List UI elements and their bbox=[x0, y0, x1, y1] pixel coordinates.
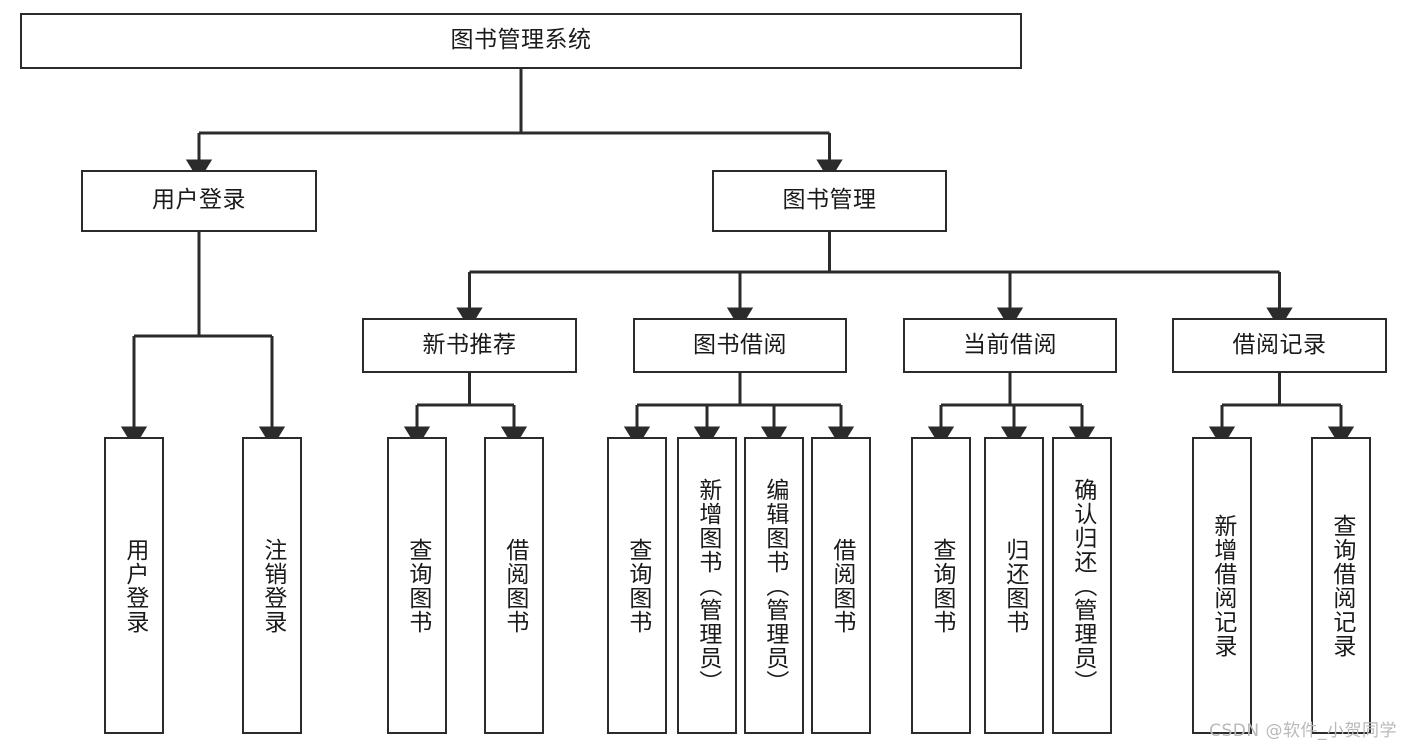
node-leaf-logout-login[interactable]: 注销登录 bbox=[242, 437, 302, 734]
node-leaf-return-book[interactable]: 归还图书 bbox=[984, 437, 1044, 734]
node-leaf-query-book-2[interactable]: 查询图书 bbox=[607, 437, 667, 734]
node-label: 新书推荐 bbox=[422, 331, 517, 358]
node-leaf-query-borrow-record[interactable]: 查询借阅记录 bbox=[1311, 437, 1371, 734]
node-system-title[interactable]: 图书管理系统 bbox=[20, 13, 1022, 69]
node-label: 图书管理系统 bbox=[450, 27, 592, 54]
node-current-borrow[interactable]: 当前借阅 bbox=[903, 318, 1117, 373]
node-book-manage[interactable]: 图书管理 bbox=[712, 170, 947, 232]
node-label: 用户登录 bbox=[152, 187, 246, 214]
node-label: 图书管理 bbox=[782, 187, 877, 214]
watermark-text: CSDN @软件_小贺同学 bbox=[1209, 721, 1397, 741]
node-label: 查询图书 bbox=[624, 537, 651, 634]
node-label: 确认归还（管理员） bbox=[1069, 477, 1096, 694]
node-label: 借阅记录 bbox=[1232, 331, 1327, 358]
node-leaf-borrow-book-2[interactable]: 借阅图书 bbox=[811, 437, 871, 734]
node-leaf-edit-book-admin[interactable]: 编辑图书（管理员） bbox=[744, 437, 804, 734]
node-label: 新增借阅记录 bbox=[1209, 513, 1236, 658]
node-new-book-recommend[interactable]: 新书推荐 bbox=[362, 318, 577, 373]
node-leaf-user-login[interactable]: 用户登录 bbox=[104, 437, 164, 734]
node-leaf-borrow-book-1[interactable]: 借阅图书 bbox=[484, 437, 544, 734]
node-leaf-confirm-return-admin[interactable]: 确认归还（管理员） bbox=[1052, 437, 1112, 734]
node-leaf-add-book-admin[interactable]: 新增图书（管理员） bbox=[677, 437, 737, 734]
node-label: 查询图书 bbox=[404, 537, 431, 634]
node-borrow-record[interactable]: 借阅记录 bbox=[1172, 318, 1387, 373]
node-leaf-add-borrow-record[interactable]: 新增借阅记录 bbox=[1192, 437, 1252, 734]
node-label: 用户登录 bbox=[121, 537, 148, 634]
node-label: 借阅图书 bbox=[828, 537, 855, 634]
node-label: 归还图书 bbox=[1001, 537, 1028, 634]
node-label: 新增图书（管理员） bbox=[694, 477, 721, 694]
node-label: 当前借阅 bbox=[963, 331, 1057, 358]
node-label: 注销登录 bbox=[259, 537, 286, 634]
node-label: 查询借阅记录 bbox=[1328, 513, 1355, 658]
node-user-login[interactable]: 用户登录 bbox=[81, 170, 317, 232]
node-label: 借阅图书 bbox=[501, 537, 528, 634]
node-book-borrow[interactable]: 图书借阅 bbox=[633, 318, 847, 373]
node-leaf-query-book-1[interactable]: 查询图书 bbox=[387, 437, 447, 734]
node-label: 编辑图书（管理员） bbox=[761, 477, 788, 694]
node-label: 查询图书 bbox=[928, 537, 955, 634]
node-label: 图书借阅 bbox=[693, 331, 787, 358]
node-leaf-query-book-3[interactable]: 查询图书 bbox=[911, 437, 971, 734]
